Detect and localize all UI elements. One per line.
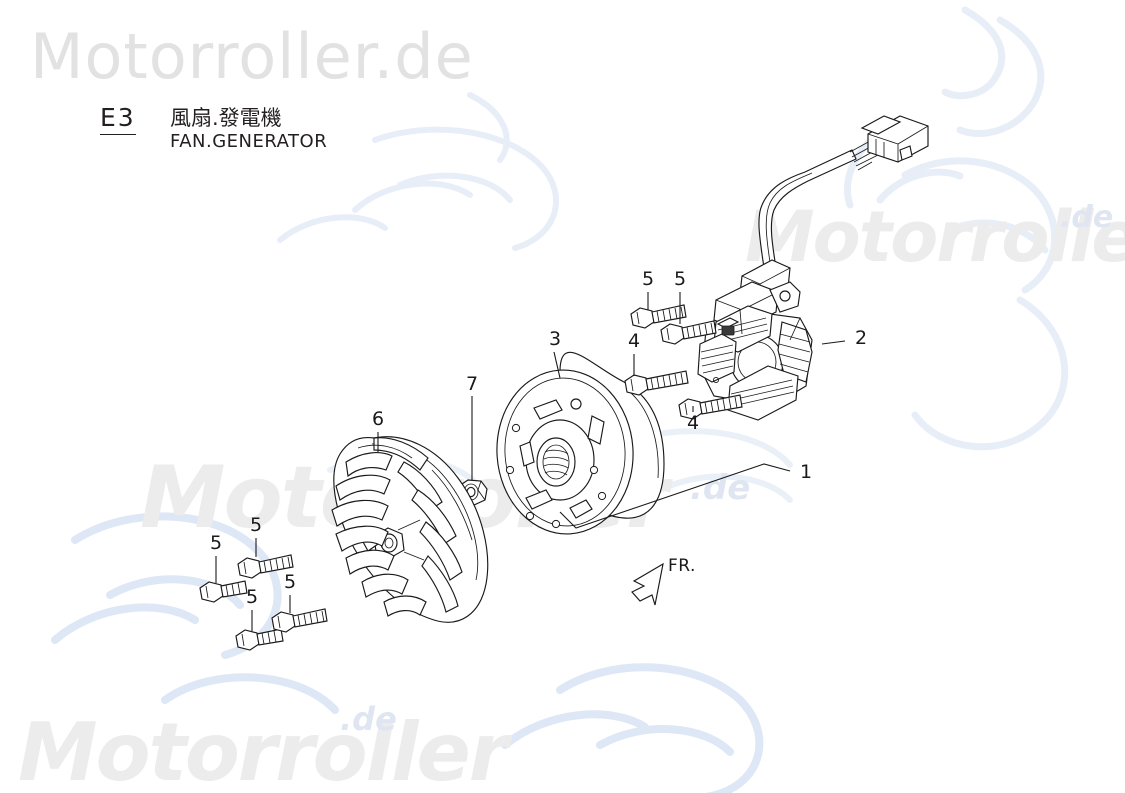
part-stator-assembly bbox=[697, 115, 929, 421]
callout-7: 7 bbox=[466, 373, 479, 395]
direction-arrow-fr bbox=[631, 562, 664, 606]
leader-lines bbox=[215, 292, 846, 631]
section-code: E3 bbox=[100, 103, 136, 135]
section-title-english: FAN.GENERATOR bbox=[170, 131, 328, 152]
part-bolt-short-group-upper bbox=[630, 304, 717, 345]
callout-5c: 5 bbox=[210, 532, 223, 554]
callout-1: 1 bbox=[800, 461, 813, 483]
callout-6: 6 bbox=[372, 408, 385, 430]
direction-label-fr: FR. bbox=[668, 556, 696, 576]
callout-5e: 5 bbox=[246, 586, 259, 608]
callout-2: 2 bbox=[855, 327, 868, 349]
callout-4b: 4 bbox=[687, 412, 700, 434]
callout-5a: 5 bbox=[642, 268, 655, 290]
part-cooling-fan bbox=[331, 436, 489, 623]
section-title-chinese: 風扇.發電機 bbox=[170, 106, 282, 130]
callout-4a: 4 bbox=[628, 330, 641, 352]
callout-5f: 5 bbox=[284, 571, 297, 593]
callout-3: 3 bbox=[549, 328, 562, 350]
callout-5b: 5 bbox=[674, 268, 687, 290]
part-bolt-short-group-lower bbox=[199, 554, 328, 651]
callout-5d: 5 bbox=[250, 514, 263, 536]
